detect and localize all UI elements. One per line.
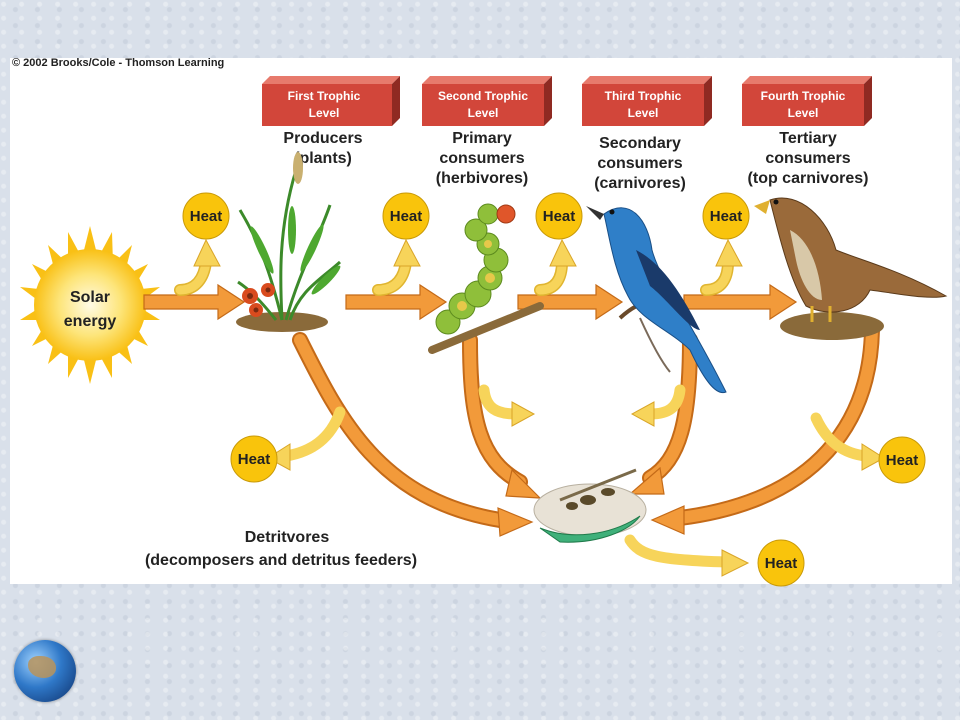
globe-icon	[14, 640, 76, 702]
heat-label: Heat	[710, 208, 743, 225]
arrow-primary-to-secondary	[517, 283, 624, 321]
producers-label: Producers (plants)	[283, 130, 362, 167]
solar-label-line-2: energy	[64, 313, 117, 330]
heat-label: Heat	[238, 451, 271, 468]
detritivore-icon	[533, 468, 647, 543]
trophic-box-1-line-1: First Trophic	[288, 89, 361, 103]
sun-icon: Solar energy	[20, 226, 160, 384]
producers-label-line-1: Producers	[283, 130, 362, 147]
heat-arrowheads-up	[193, 238, 743, 267]
hawk-icon	[754, 197, 948, 340]
arrow-producers-to-detritivores	[294, 334, 506, 526]
solar-label-line-1: Solar	[70, 289, 110, 306]
trophic-box-1-line-2: Level	[309, 106, 340, 120]
heat-circle-5: Heat	[230, 435, 278, 483]
heat-label: Heat	[543, 208, 576, 225]
tertiary-label-line-2: consumers	[765, 150, 850, 167]
heat-circle-7: Heat	[757, 539, 805, 587]
heat-circle-3: Heat	[535, 192, 583, 240]
primary-label-line-1: Primary	[452, 130, 512, 147]
trophic-box-3-line-1: Third Trophic	[605, 89, 682, 103]
detritus-arrowheads	[497, 466, 685, 537]
heat-arrowheads-lower	[267, 401, 885, 577]
secondary-label-line-2: consumers	[597, 155, 682, 172]
trophic-box-3-line-2: Level	[628, 106, 659, 120]
trophic-box-1: First Trophic Level	[262, 76, 400, 126]
trophic-box-3: Third Trophic Level	[582, 76, 712, 126]
secondary-consumers-label: Secondary consumers (carnivores)	[594, 135, 686, 192]
heat-circle-6: Heat	[878, 436, 926, 484]
trophic-box-4: Fourth Trophic Level	[742, 76, 872, 126]
energy-flow-arrows	[143, 283, 798, 321]
arrow-primary-to-detritivores	[464, 334, 526, 488]
trophic-box-4-line-2: Level	[788, 106, 819, 120]
arrow-producers-to-primary	[345, 283, 448, 321]
heat-circle-2: Heat	[382, 192, 430, 240]
primary-consumers-label: Primary consumers (herbivores)	[436, 130, 528, 187]
heat-circle-1: Heat	[182, 192, 230, 240]
arrow-sun-to-producers	[143, 283, 246, 321]
primary-label-line-3: (herbivores)	[436, 170, 528, 187]
tertiary-label-line-3: (top carnivores)	[748, 170, 869, 187]
detritivores-label-line-1: Detritvores	[245, 529, 330, 546]
bird-icon	[586, 206, 727, 394]
arrow-tertiary-to-detritivores	[674, 324, 878, 524]
secondary-label-line-1: Secondary	[599, 135, 681, 152]
plant-icon	[236, 152, 342, 332]
heat-circle-4: Heat	[702, 192, 750, 240]
secondary-label-line-3: (carnivores)	[594, 175, 686, 192]
trophic-box-2-line-1: Second Trophic	[438, 89, 528, 103]
heat-label: Heat	[190, 208, 223, 225]
heat-label: Heat	[390, 208, 423, 225]
producers-label-line-2: (plants)	[294, 150, 352, 167]
arrow-secondary-to-tertiary	[683, 283, 798, 321]
detritivores-label-line-2: (decomposers and detritus feeders)	[145, 552, 417, 569]
trophic-box-4-line-1: Fourth Trophic	[761, 89, 846, 103]
heat-label: Heat	[765, 555, 798, 572]
tertiary-label-line-1: Tertiary	[779, 130, 837, 147]
trophic-box-2-line-2: Level	[468, 106, 499, 120]
copyright-text: © 2002 Brooks/Cole - Thomson Learning	[12, 57, 225, 69]
trophic-box-2: Second Trophic Level	[422, 76, 552, 126]
tertiary-consumers-label: Tertiary consumers (top carnivores)	[748, 130, 869, 187]
primary-label-line-2: consumers	[439, 150, 524, 167]
heat-label: Heat	[886, 452, 919, 469]
caterpillar-icon	[428, 203, 544, 354]
